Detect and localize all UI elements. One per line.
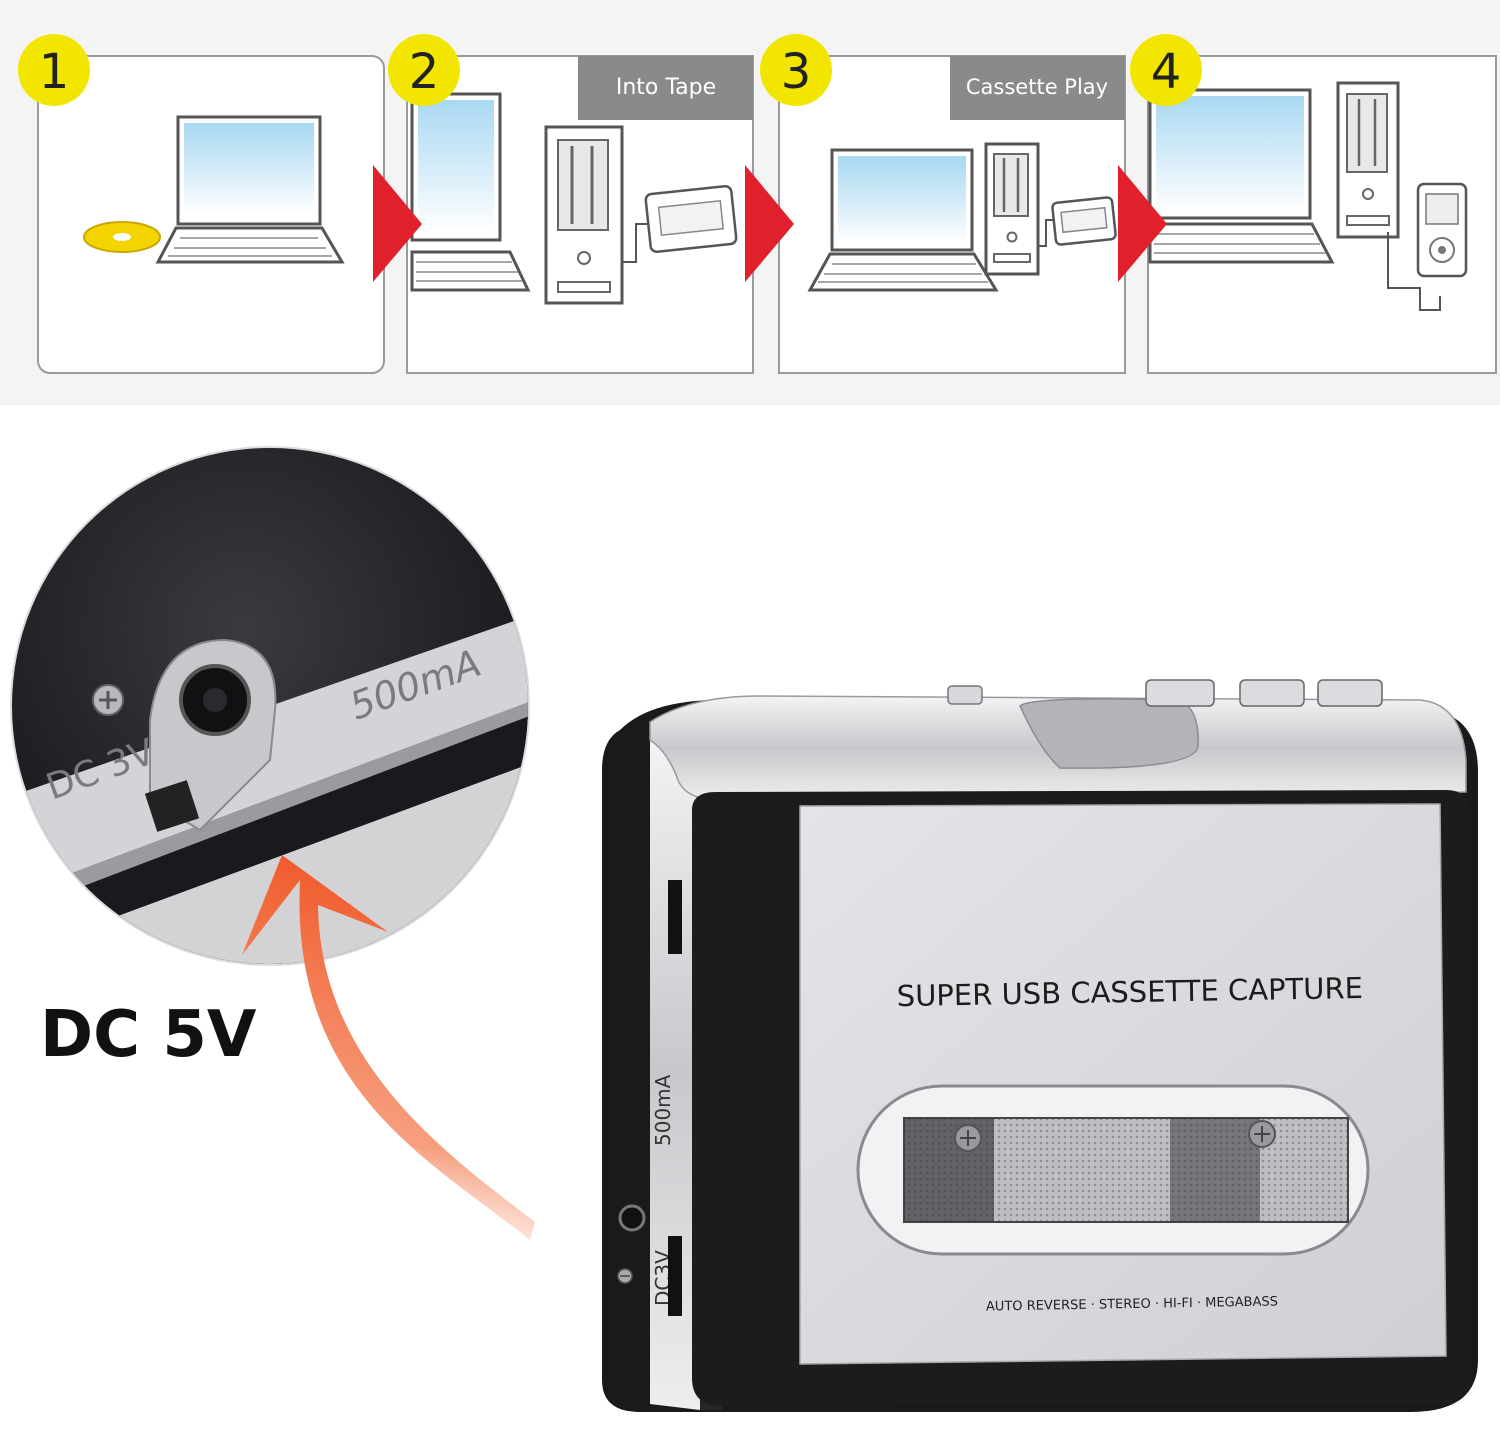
play-arrow-icon	[1118, 165, 1167, 282]
step-number-2: 2	[409, 44, 440, 100]
laptop-icon	[1148, 88, 1335, 264]
cassette-player-icon	[644, 185, 738, 253]
features-text: AUTO REVERSE · STEREO · HI-FI · MEGABASS	[986, 1294, 1278, 1314]
play-arrow-icon	[373, 165, 422, 282]
reel-icon	[1248, 1120, 1276, 1148]
top-button[interactable]	[1145, 679, 1215, 707]
device-title: SUPER USB CASSETTE CAPTURE	[896, 971, 1363, 1013]
step-badge-1: 1	[18, 34, 90, 106]
caption-into-tape: Into Tape	[616, 75, 716, 100]
step-badge-3: 3	[760, 34, 832, 106]
step-number-3: 3	[781, 44, 812, 100]
power-label: DC 5V	[40, 998, 257, 1072]
front-panel	[799, 803, 1447, 1365]
laptop-icon	[155, 115, 345, 264]
play-arrow-icon	[745, 165, 794, 282]
cassette-capture-device: SUPER USB CASSETTE CAPTURE AUTO REVERSE …	[602, 679, 1478, 1412]
music-player-icon	[1416, 182, 1468, 278]
desktop-monitor-icon	[410, 92, 531, 292]
caption-tab-3: Cassette Play	[950, 56, 1125, 120]
desktop-tower-icon	[544, 125, 624, 305]
top-button[interactable]	[1239, 679, 1305, 707]
side-screw-icon	[617, 1268, 633, 1284]
switch-icon	[144, 780, 200, 832]
desktop-tower-icon	[984, 142, 1040, 276]
top-button[interactable]	[947, 685, 983, 705]
reel-icon	[954, 1124, 982, 1152]
step-badge-2: 2	[388, 34, 460, 106]
step-number-4: 4	[1151, 44, 1182, 100]
product-svg: DC 3V 500mA DC 5V SUPER USB CASSETTE CAP…	[10, 446, 1478, 1412]
steps-strip: Into Tape Cassette Play	[0, 0, 1500, 405]
caption-tab-2: Into Tape	[578, 56, 753, 120]
side-dc-jack-icon	[618, 1204, 646, 1232]
step-badge-4: 4	[1130, 34, 1202, 106]
zoom-callout: DC 3V 500mA	[10, 446, 530, 966]
cassette-player-icon	[1051, 196, 1117, 246]
cd-icon	[83, 221, 161, 253]
desktop-tower-icon	[1336, 81, 1400, 239]
callout-arrow	[242, 855, 535, 1240]
laptop-icon	[807, 148, 999, 292]
steps-illustration: Into Tape Cassette Play	[18, 34, 1497, 374]
side-current: 500mA	[651, 1074, 675, 1146]
top-button[interactable]	[1317, 679, 1383, 707]
screw-icon	[92, 684, 124, 716]
caption-cassette-play: Cassette Play	[966, 75, 1108, 99]
step-number-1: 1	[39, 44, 70, 100]
product-illustration: DC 3V 500mA DC 5V SUPER USB CASSETTE CAP…	[0, 405, 1500, 1446]
